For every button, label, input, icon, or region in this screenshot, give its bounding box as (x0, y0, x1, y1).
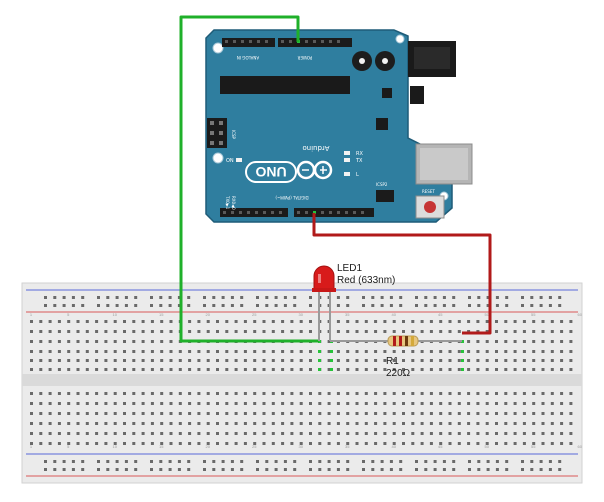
arduino-uno-board: ANALOG IN POWER ICSP ON UNO (205, 29, 473, 223)
atmega-chip (220, 76, 350, 94)
icsp2-label: ICSP2 (376, 182, 388, 187)
reset-label: RESET (422, 189, 435, 194)
breadboard-column-label: 20 (205, 312, 210, 317)
icsp2-header (376, 190, 394, 202)
resistor (330, 335, 462, 347)
pin-tx-label: TX0▶1 (225, 195, 230, 210)
ground-wire (179, 15, 319, 343)
on-led (236, 158, 242, 162)
breadboard-column-label: 60 (577, 444, 582, 449)
breadboard-column-label: 50 (484, 444, 489, 449)
arduino-brand-text: Arduino (302, 144, 329, 152)
l-led (344, 172, 350, 176)
reset-button-cap (424, 201, 436, 213)
breadboard-column-label: 10 (112, 312, 117, 317)
breadboard-column-label: 45 (438, 444, 443, 449)
breadboard-column-label: 5 (67, 312, 70, 317)
tx-led (344, 158, 350, 162)
small-chip-1 (382, 88, 392, 98)
mounting-hole-3 (212, 152, 224, 164)
led-name-label: LED1 (337, 263, 362, 274)
red-led (312, 265, 336, 341)
breadboard-column-label: 10 (112, 444, 117, 449)
breadboard-column-label: 60 (577, 312, 582, 317)
breadboard-column-label: 1 (30, 444, 33, 449)
breadboard-column-label: 55 (531, 444, 536, 449)
breadboard-column-label: 20 (205, 444, 210, 449)
breadboard-column-label: 25 (252, 444, 257, 449)
breadboard-holes (30, 296, 573, 471)
resistor-name-label: R1 (386, 356, 399, 367)
digital-header-label: DIGITAL (PWM~) (275, 195, 309, 200)
breadboard-column-label: 55 (531, 312, 536, 317)
breadboard-column-label: 15 (159, 312, 164, 317)
breadboard-column-label: 1 (30, 312, 33, 317)
voltage-regulator (410, 86, 424, 104)
led-body (313, 265, 335, 291)
pin-rx-label: RX0◀0 (231, 196, 236, 210)
breadboard-column-label: 45 (438, 312, 443, 317)
breadboard: 1155101015152020252530303535404045455050… (21, 282, 583, 484)
icsp-header (207, 118, 227, 148)
led-description-label: Red (633nm) (337, 275, 395, 286)
pin-13-connected (313, 211, 316, 214)
breadboard-column-label: 35 (345, 312, 350, 317)
breadboard-column-label: 25 (252, 312, 257, 317)
power-header-label: POWER (297, 55, 312, 60)
breadboard-column-label: 35 (345, 444, 350, 449)
mounting-hole-2 (395, 34, 405, 44)
tx-led-label: TX (355, 158, 363, 164)
uno-logo-text: UNO (255, 164, 286, 180)
breadboard-column-label: 15 (159, 444, 164, 449)
center-channel (22, 374, 582, 386)
on-led-label: ON (226, 158, 234, 164)
signal-wire (312, 213, 492, 335)
digital-header-low (220, 208, 288, 217)
rx-led-label: RX (356, 151, 363, 157)
breadboard-column-label: 30 (298, 444, 303, 449)
breadboard-column-label: 30 (298, 312, 303, 317)
connected-holes (318, 340, 464, 371)
icsp-label: ICSP (231, 130, 236, 140)
breadboard-column-labels: 1155101015152020252530303535404045455050… (30, 312, 583, 449)
small-chip-2 (376, 118, 388, 130)
uno-logo: UNO (245, 161, 297, 183)
arduino-infinity-logo (296, 160, 333, 180)
rx-led (344, 151, 350, 155)
l-led-label: L (356, 172, 359, 178)
breadboard-column-label: 50 (484, 312, 489, 317)
digital-header-high (294, 208, 374, 217)
breadboard-column-label: 40 (391, 312, 396, 317)
mounting-hole-1 (212, 42, 224, 54)
breadboard-column-label: 5 (67, 444, 70, 449)
breadboard-column-label: 40 (391, 444, 396, 449)
resistor-value-label: 220Ω (386, 368, 411, 379)
analog-header-label: ANALOG IN (237, 55, 259, 60)
analog-header (222, 38, 275, 47)
